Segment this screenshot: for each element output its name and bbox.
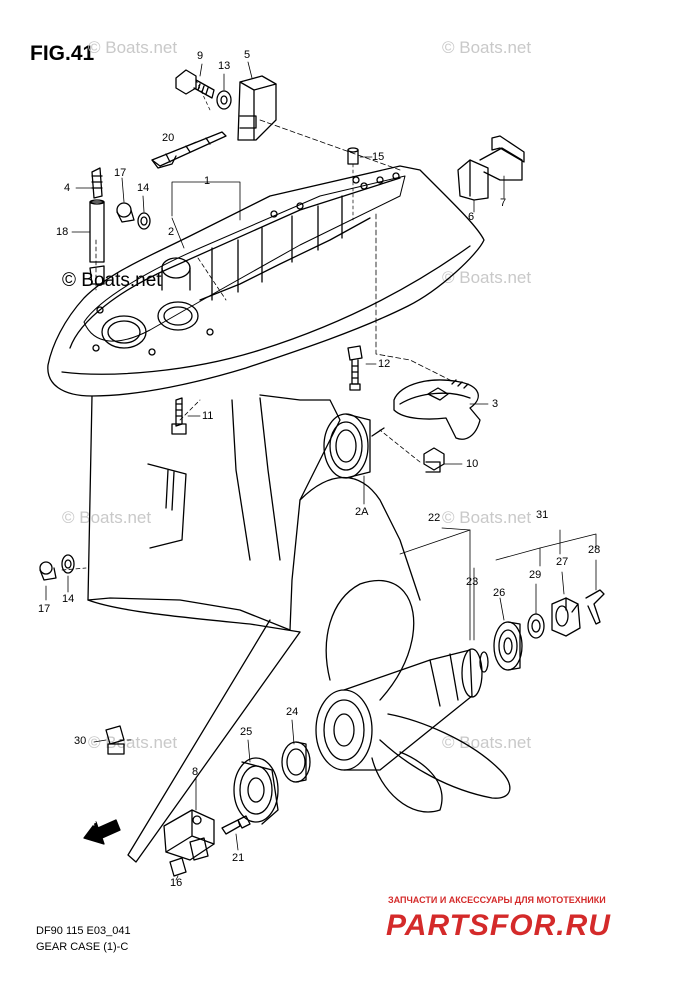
watermark: © Boats.net	[62, 270, 162, 291]
watermark: © Boats.net	[88, 38, 178, 57]
watermark: © Boats.net	[442, 268, 532, 287]
callout-24: 24	[286, 706, 299, 718]
callout-21: 21	[232, 852, 245, 864]
callout-15: 15	[372, 151, 385, 163]
part-10-plug	[423, 447, 445, 473]
callout-17-lower: 17	[38, 603, 51, 615]
callout-23: 23	[466, 576, 479, 588]
callout-2a: 2A	[355, 506, 369, 518]
part-27-nut	[551, 597, 581, 637]
callout-11: 11	[202, 410, 214, 422]
part-8-anode	[163, 809, 215, 861]
callout-20: 20	[162, 132, 175, 144]
callout-4: 4	[64, 182, 71, 194]
part-12-bolt	[347, 345, 363, 391]
part-3-trim-tab	[393, 379, 481, 440]
part-24-washer	[281, 741, 311, 783]
part-4-grommet-lower	[89, 265, 105, 285]
callout-8: 8	[192, 766, 199, 778]
part-15-pin	[347, 147, 359, 221]
part-14-washer-lower	[61, 554, 75, 574]
part-17-plug-lower	[39, 561, 57, 581]
part-7-clip	[479, 135, 525, 181]
part-13-washer	[216, 90, 232, 110]
callout-9: 9	[197, 50, 204, 62]
callout-17: 17	[114, 167, 127, 179]
callout-14-lower: 14	[62, 593, 75, 605]
part-4-grommet	[91, 167, 103, 199]
callout-3: 3	[492, 398, 499, 410]
callout-16: 16	[170, 877, 183, 889]
callout-26: 26	[493, 587, 506, 599]
callout-1: 1	[204, 175, 211, 187]
callout-14: 14	[137, 182, 150, 194]
callout-18: 18	[56, 226, 69, 238]
callout-29: 29	[529, 569, 542, 581]
part-20-strap	[151, 131, 227, 169]
callout-28: 28	[588, 544, 601, 556]
callout-30: 30	[74, 735, 87, 747]
callout-10: 10	[466, 458, 479, 470]
ad-tagline: ЗАПЧАСТИ И АКСЕССУАРЫ ДЛЯ МОТОТЕХНИКИ	[388, 895, 606, 905]
part-16-collar	[169, 837, 209, 877]
watermark: © Boats.net	[442, 733, 532, 752]
part-6-clip	[457, 159, 489, 201]
ad-logo: PARTSFOR.RU	[386, 909, 611, 942]
watermark: © Boats.net	[62, 508, 152, 527]
callout-27: 27	[556, 556, 569, 568]
figure-title: FIG.41	[30, 42, 95, 65]
part-25-housing	[233, 757, 279, 825]
gear-case-housing	[47, 119, 485, 863]
part-26-spacer	[493, 621, 523, 671]
watermark: © Boats.net	[88, 733, 178, 752]
part-17-plug-upper	[116, 202, 135, 223]
fwd-arrow-icon	[83, 819, 121, 845]
part-18-tube	[89, 199, 105, 263]
part-21-bolt	[221, 815, 251, 835]
callout-2: 2	[168, 226, 175, 238]
callout-12: 12	[378, 358, 391, 370]
watermark: © Boats.net	[442, 38, 532, 57]
callout-22: 22	[428, 512, 441, 524]
part-14-washer-upper	[137, 212, 151, 230]
part-11-bolt	[171, 397, 187, 435]
part-28-cotter-pin	[585, 589, 605, 625]
part-5-anode	[237, 75, 277, 141]
callout-13: 13	[218, 60, 231, 72]
part-29-washer	[527, 613, 545, 639]
figure-code: DF90 115 E03_041	[36, 925, 131, 937]
figure-caption: GEAR CASE (1)-C	[36, 941, 129, 953]
callout-31: 31	[536, 509, 549, 521]
callout-6: 6	[468, 211, 475, 223]
part-23-propeller	[315, 579, 511, 813]
callout-5: 5	[244, 49, 251, 61]
watermark: © Boats.net	[442, 508, 532, 527]
callout-25: 25	[240, 726, 253, 738]
part-2a-bearing	[323, 413, 385, 479]
callout-7: 7	[500, 197, 507, 209]
part-9-bolt	[175, 69, 215, 111]
part-30-plug	[105, 725, 125, 755]
